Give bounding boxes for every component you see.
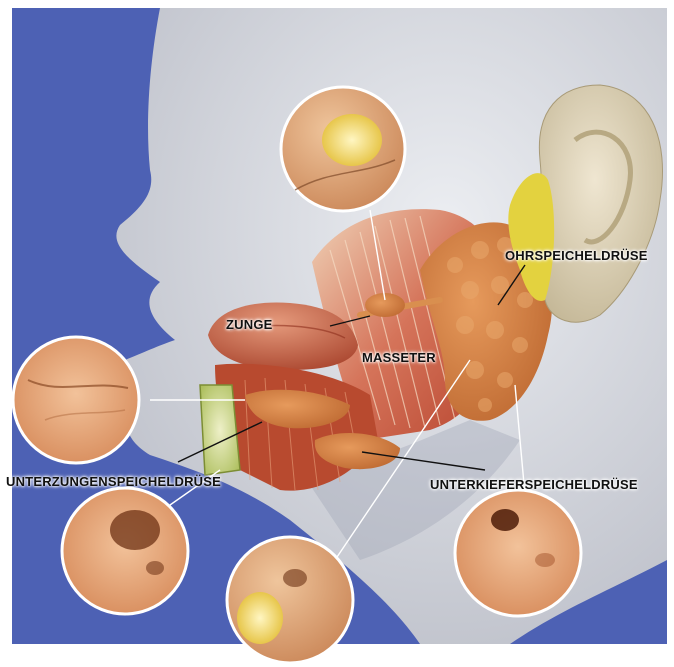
endoscope-view-parotid: [281, 87, 405, 211]
label-unterzungenspeicheldruese: UNTERZUNGENSPEICHELDRÜSE: [6, 474, 221, 489]
endoscope-view-submandibular-left: [62, 488, 188, 614]
endoscope-view-sublingual: [13, 337, 139, 463]
endoscope-view-submandibular-right: [455, 490, 581, 616]
label-masseter: MASSETER: [362, 350, 436, 365]
jaw-bone: [200, 385, 240, 475]
label-unterkieferspeicheldruese: UNTERKIEFERSPEICHELDRÜSE: [430, 477, 638, 492]
label-ohrspeicheldruese: OHRSPEICHELDRÜSE: [505, 248, 648, 263]
label-zunge: ZUNGE: [226, 317, 273, 332]
endoscope-view-duct-stone: [227, 537, 353, 663]
